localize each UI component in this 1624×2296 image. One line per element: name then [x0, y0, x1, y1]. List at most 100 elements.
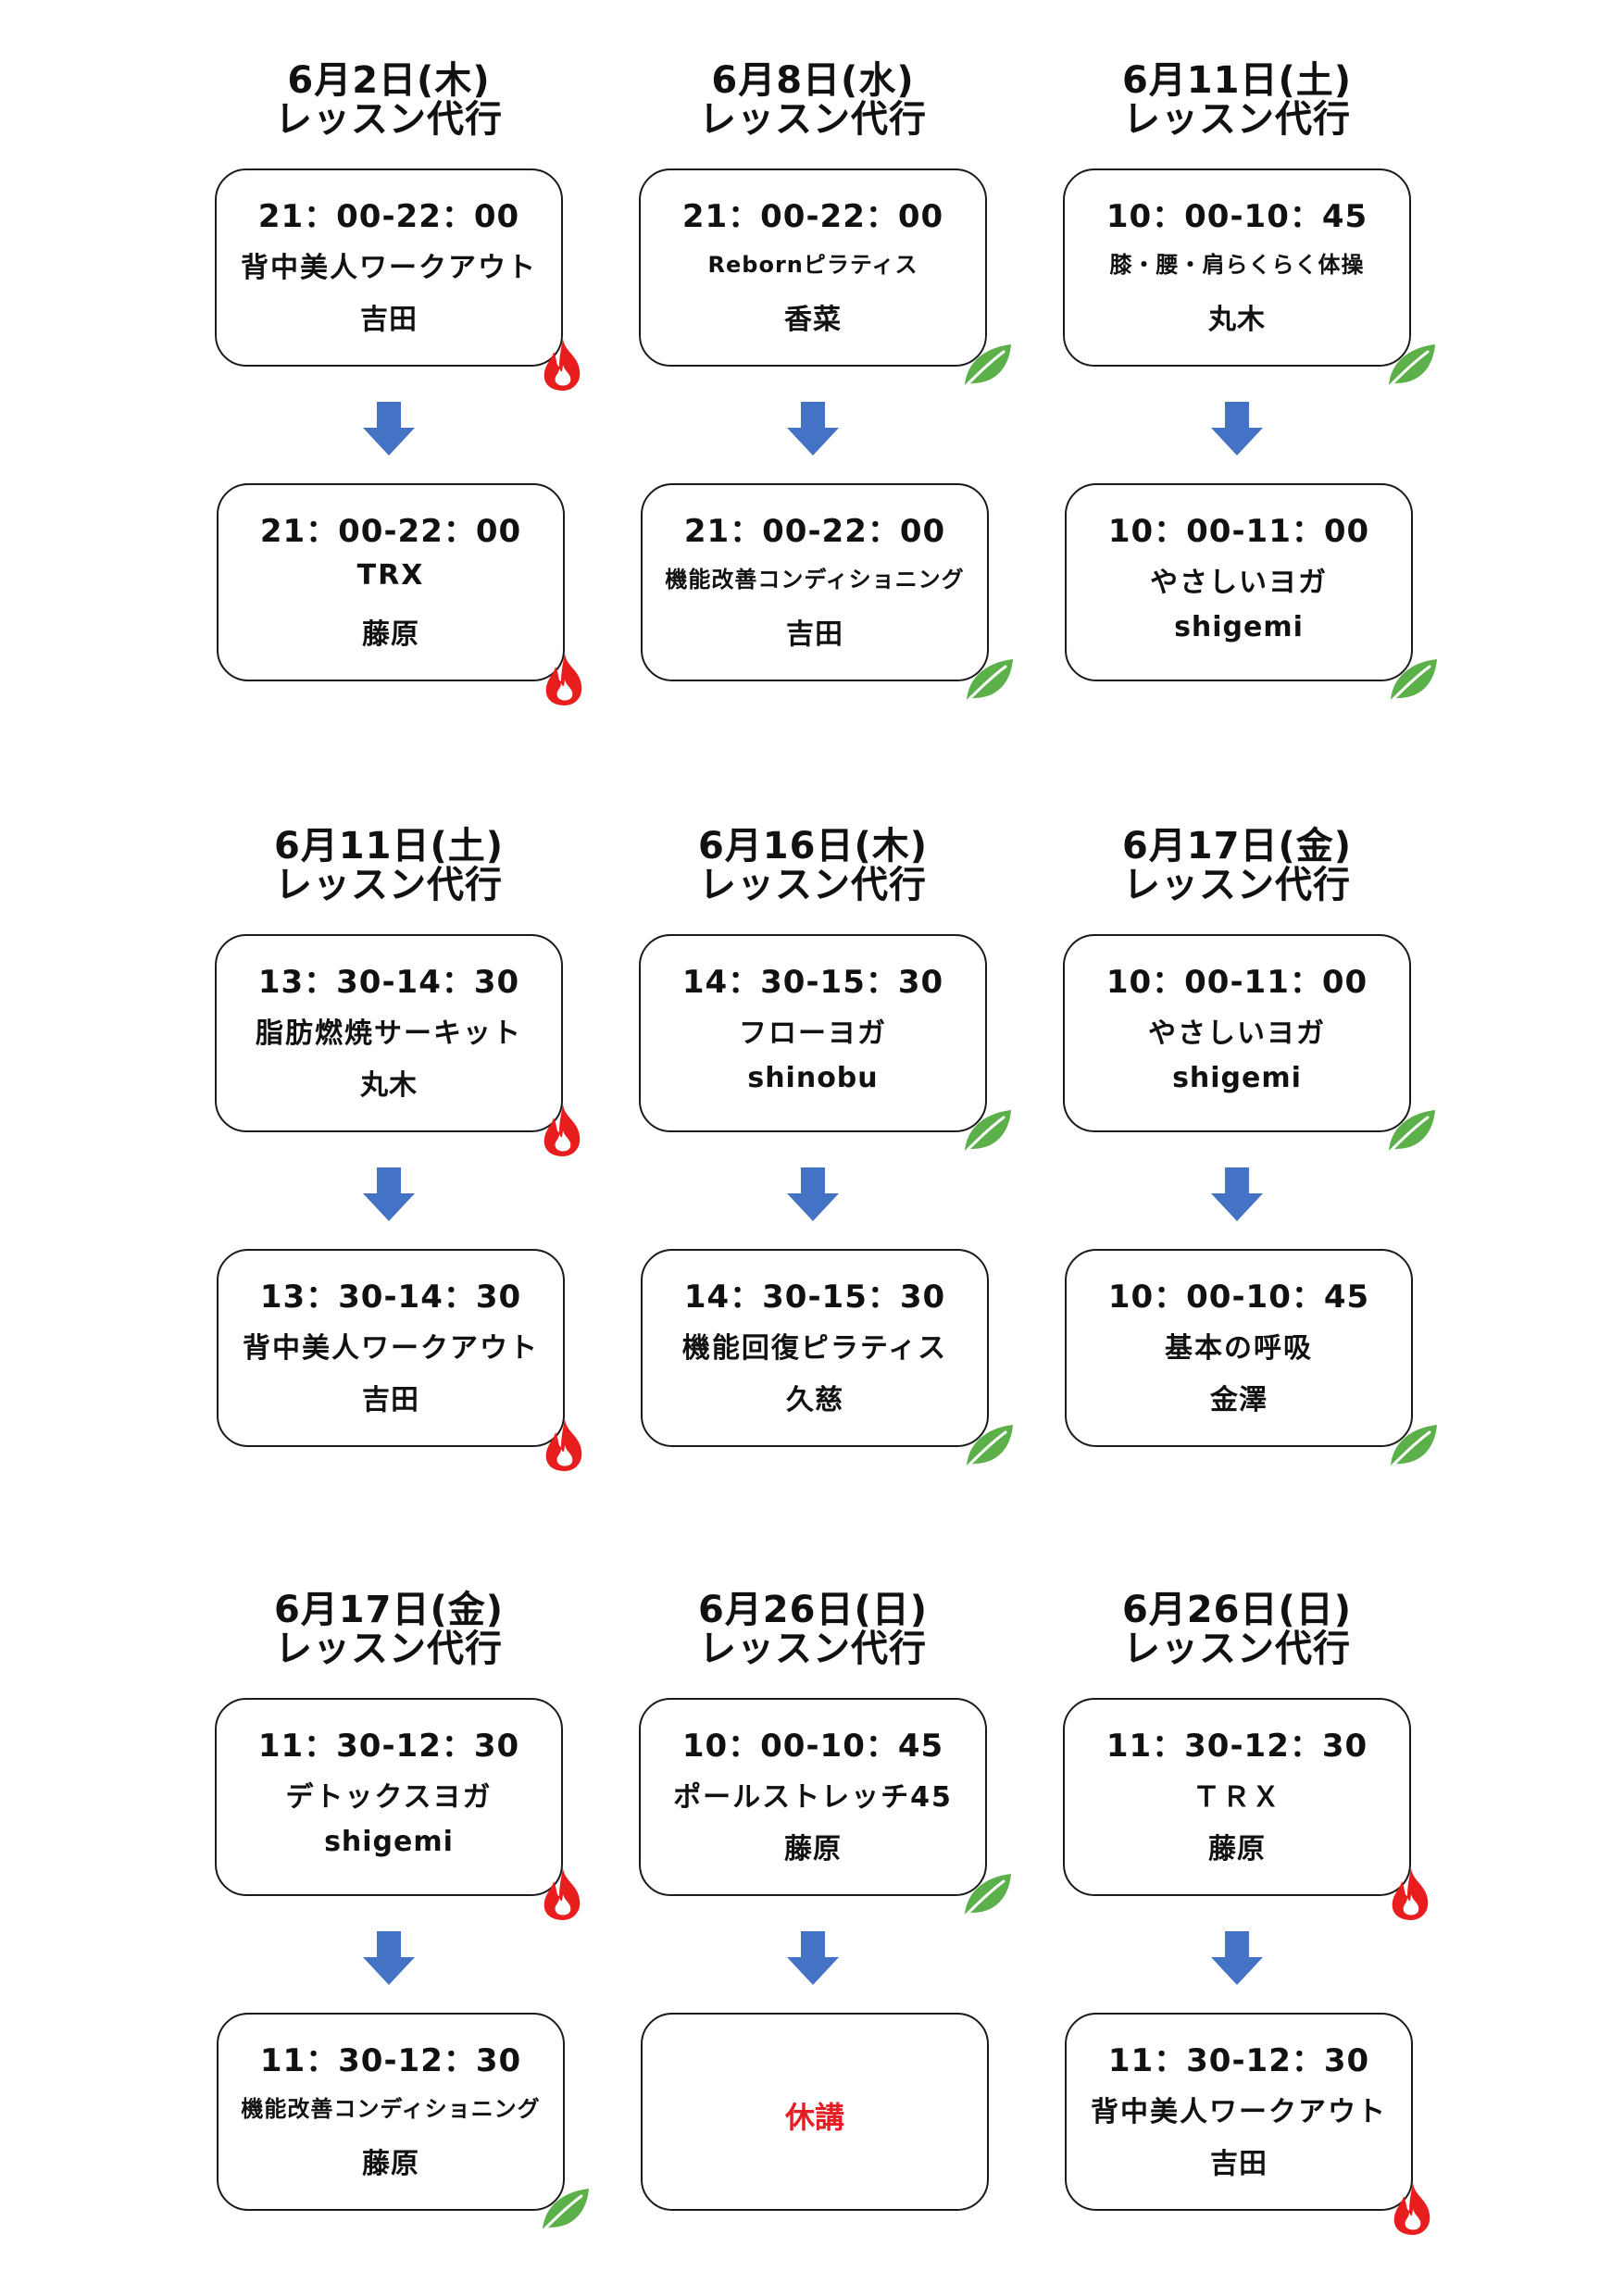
leaf-icon [965, 659, 1013, 704]
after-lesson-box: 14：30-15：30 機能回復ピラティス久慈 [641, 1249, 1013, 1469]
lesson-time: 10：00-11：00 [1107, 513, 1370, 550]
card-title: 6月8日(水)レッスン代行 [628, 61, 998, 139]
date-label: 6月11日(土) [273, 825, 505, 867]
down-arrow-icon [363, 1167, 415, 1221]
instructor-name: shigemi [324, 1826, 454, 1858]
card-title: 6月26日(日)レッスン代行 [628, 1591, 998, 1668]
down-arrow-icon [363, 402, 415, 455]
instructor-name: shinobu [747, 1062, 879, 1094]
lesson-time: 10：00-10：45 [681, 1728, 944, 1765]
instructor-name: 吉田 [786, 618, 843, 651]
lesson-time: 14：30-15：30 [681, 964, 944, 1001]
subtitle-label: レッスン代行 [275, 1628, 503, 1670]
card-title: 6月16日(木)レッスン代行 [628, 827, 998, 905]
before-lesson-box: 11：30-12：30 デトックスヨガ shigemi [215, 1698, 581, 1920]
lesson-name: ポールストレッチ45 [673, 1781, 953, 1814]
before-lesson-box: 14：30-15：30 フローヨガ shinobu [639, 934, 1011, 1154]
date-label: 6月2日(木) [287, 59, 491, 102]
instructor-name: 藤原 [362, 618, 419, 651]
lesson-time: 10：00-10：45 [1107, 1279, 1370, 1316]
lesson-name: 脂肪燃焼サーキット [256, 1017, 522, 1050]
subtitle-label: レッスン代行 [1123, 98, 1351, 141]
after-lesson-box: 10：00-11：00 やさしいヨガ shigemi [1065, 483, 1437, 704]
lesson-time: 21：00-22：00 [683, 513, 946, 550]
leaf-icon [1387, 344, 1435, 389]
lesson-name: 背中美人ワークアウト [1091, 2096, 1387, 2128]
lesson-name: 機能改善コンディショニング [665, 567, 965, 593]
lesson-name: やさしいヨガ [1148, 1017, 1326, 1050]
fire-icon [545, 654, 582, 705]
lesson-name: 機能回復ピラティス [681, 1332, 948, 1365]
fire-icon [545, 1419, 582, 1471]
leaf-icon [1387, 1110, 1435, 1154]
lesson-name: やさしいヨガ [1150, 567, 1328, 599]
card-title: 6月2日(木)レッスン代行 [204, 61, 574, 139]
date-label: 6月17日(金) [1121, 825, 1353, 867]
card-title: 6月11日(土)レッスン代行 [204, 827, 574, 905]
leaf-icon [963, 1110, 1011, 1154]
fire-icon [543, 1104, 581, 1156]
leaf-icon [963, 1874, 1011, 1918]
instructor-name: 吉田 [1210, 2148, 1268, 2180]
after-lesson-box: 11：30-12：30 機能改善コンディショニング藤原 [217, 2013, 589, 2233]
lesson-name: Rebornピラティス [707, 252, 918, 278]
date-label: 6月11日(土) [1121, 59, 1353, 102]
after-lesson-box: 休講 [641, 2013, 989, 2211]
card-title: 6月11日(土)レッスン代行 [1052, 61, 1422, 139]
subtitle-label: レッスン代行 [275, 864, 503, 906]
down-arrow-icon [787, 1931, 839, 1985]
instructor-name: 藤原 [362, 2148, 419, 2180]
instructor-name: 丸木 [1208, 304, 1266, 336]
lesson-name: 背中美人ワークアウト [243, 1332, 539, 1365]
after-lesson-box: 11：30-12：30 背中美人ワークアウト吉田 [1065, 2013, 1430, 2235]
down-arrow-icon [787, 402, 839, 455]
lesson-name: 背中美人ワークアウト [241, 252, 537, 284]
date-label: 6月8日(水) [711, 59, 915, 102]
leaf-icon [963, 344, 1011, 389]
lesson-name: 膝・腰・肩らくらく体操 [1109, 252, 1365, 278]
lesson-time: 11：30-12：30 [257, 1728, 520, 1765]
instructor-name: 久慈 [786, 1384, 843, 1416]
subtitle-label: レッスン代行 [699, 98, 927, 141]
lesson-time: 11：30-12：30 [259, 2042, 522, 2079]
date-label: 6月26日(日) [1121, 1589, 1353, 1631]
lesson-name: デトックスヨガ [285, 1781, 493, 1814]
leaf-icon [1389, 659, 1437, 704]
subtitle-label: レッスン代行 [1123, 864, 1351, 906]
date-label: 6月17日(金) [273, 1589, 505, 1631]
down-arrow-icon [1211, 1167, 1263, 1221]
fire-icon [543, 339, 581, 391]
subtitle-label: レッスン代行 [699, 864, 927, 906]
lesson-time: 21：00-22：00 [681, 198, 944, 235]
lesson-time: 13：30-14：30 [257, 964, 520, 1001]
lesson-time: 21：00-22：00 [259, 513, 522, 550]
fire-icon [1393, 2183, 1430, 2235]
lesson-time: 11：30-12：30 [1107, 2042, 1370, 2079]
lesson-name: ＴＲＸ [1193, 1781, 1281, 1814]
subtitle-label: レッスン代行 [275, 98, 503, 141]
subtitle-label: レッスン代行 [1123, 1628, 1351, 1670]
date-label: 6月16日(木) [697, 825, 929, 867]
instructor-name: 藤原 [1208, 1833, 1266, 1866]
lesson-name: フローヨガ [739, 1017, 887, 1050]
leaf-icon [965, 1425, 1013, 1469]
instructor-name: 吉田 [360, 304, 418, 336]
card-title: 6月26日(日)レッスン代行 [1052, 1591, 1422, 1668]
lesson-name: 機能改善コンディショニング [241, 2096, 541, 2122]
cancelled-label: 休講 [784, 2100, 844, 2135]
down-arrow-icon [1211, 1931, 1263, 1985]
leaf-icon [1389, 1425, 1437, 1469]
lesson-time: 14：30-15：30 [683, 1279, 946, 1316]
instructor-name: shigemi [1174, 611, 1304, 643]
lesson-name: TRX [356, 559, 425, 592]
lesson-time: 11：30-12：30 [1106, 1728, 1368, 1765]
lesson-time: 10：00-11：00 [1106, 964, 1368, 1001]
after-lesson-box: 21：00-22：00 機能改善コンディショニング吉田 [641, 483, 1013, 704]
